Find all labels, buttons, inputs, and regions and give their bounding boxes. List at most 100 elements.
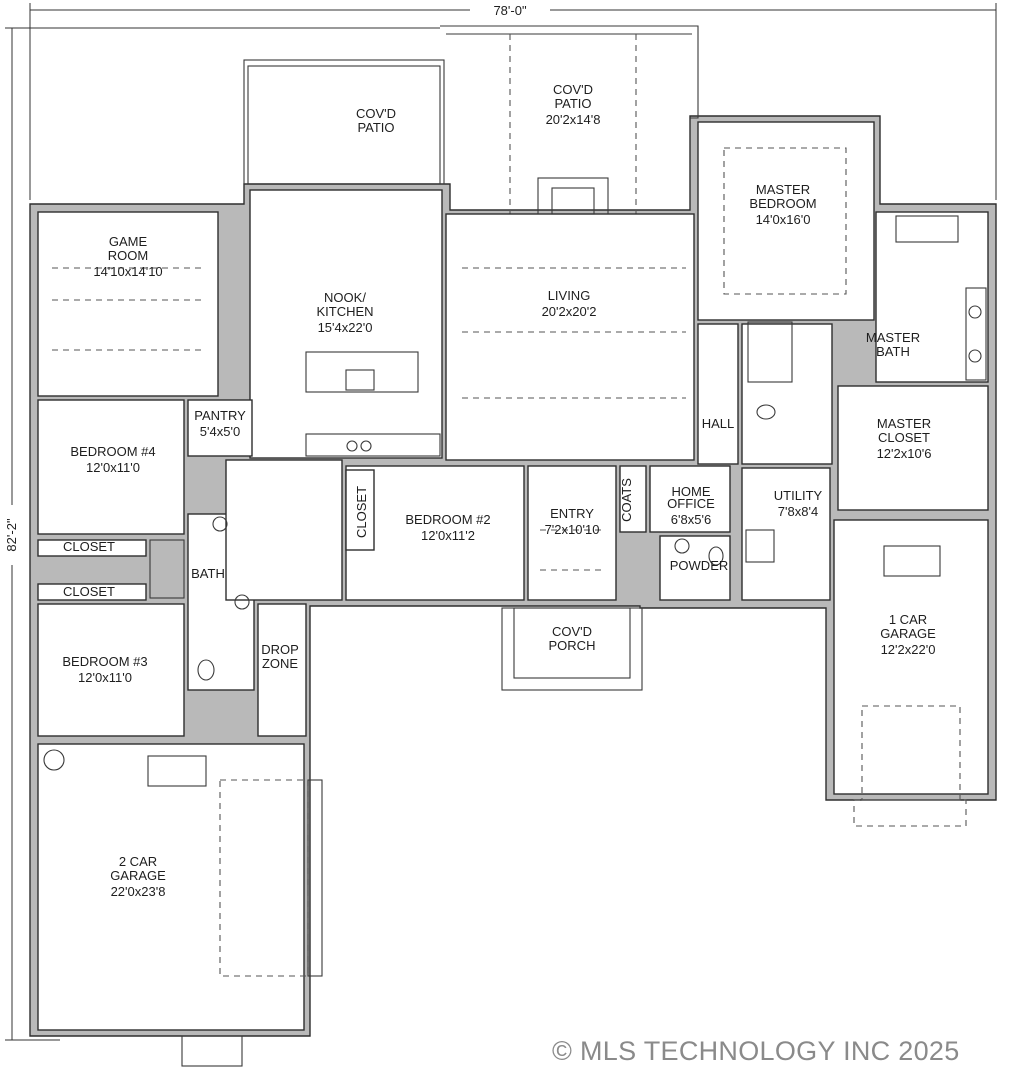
svg-text:COV'D: COV'D	[553, 82, 593, 97]
room-label-patio-left: COV'D PATIO	[356, 106, 396, 135]
svg-text:MASTER: MASTER	[877, 416, 931, 431]
sink-icon	[968, 305, 982, 319]
toilet-icon	[756, 404, 776, 420]
closet-bottom-area	[37, 583, 147, 601]
pantry-area	[187, 399, 253, 457]
coats-label: COATS	[619, 478, 634, 522]
covered-patio-left	[243, 59, 445, 185]
burner-icon	[346, 440, 358, 452]
room-label-drop-zone: DROP ZONE	[261, 642, 299, 671]
sink-icon	[968, 349, 982, 363]
svg-text:CLOSET: CLOSET	[878, 430, 930, 445]
game-room-size: 14'10x14'10	[93, 264, 162, 279]
garage-entry-step	[181, 1035, 243, 1067]
entry-name: ENTRY	[550, 506, 594, 521]
room-label-master-bedroom: MASTER BEDROOM 14'0x16'0	[749, 182, 816, 227]
sink-icon	[674, 538, 690, 554]
fireplace-hearth	[551, 187, 595, 215]
office-area	[649, 465, 731, 533]
sink-icon	[234, 594, 250, 610]
master-bedroom-size: 14'0x16'0	[756, 212, 811, 227]
ceiling-tray	[723, 147, 847, 295]
copyright-watermark: © MLS TECHNOLOGY INC 2025	[552, 1036, 960, 1066]
room-label-home-office: HOME OFFICE 6'8x5'6	[667, 484, 715, 527]
bedroom2-name: BEDROOM #2	[405, 512, 490, 527]
room-label-master-closet: MASTER CLOSET 12'2x10'6	[877, 416, 932, 461]
coats-area	[619, 465, 647, 533]
room-label-game-room: GAME ROOM 14'10x14'10	[93, 234, 162, 279]
washer-icon	[745, 529, 775, 563]
master-closet-area	[837, 385, 989, 511]
utility-name: UTILITY	[774, 488, 823, 503]
garage-door	[307, 779, 323, 977]
svg-text:OFFICE: OFFICE	[667, 496, 715, 511]
garage1-area	[833, 519, 989, 795]
room-label-entry: ENTRY 7'2x10'10	[545, 506, 600, 537]
depth-dimension: 82'-2"	[4, 518, 19, 552]
garage-door-track	[219, 779, 309, 977]
svg-text:PORCH: PORCH	[549, 638, 596, 653]
svg-text:COV'D: COV'D	[552, 624, 592, 639]
room-label-pantry: PANTRY 5'4x5'0	[194, 408, 246, 439]
room-label-bedroom4: BEDROOM #4 12'0x11'0	[70, 444, 155, 475]
room-label-living: LIVING 20'2x20'2	[542, 288, 597, 319]
water-heater-icon	[43, 749, 65, 771]
svg-text:HOME: HOME	[672, 484, 711, 499]
burner-icon	[360, 440, 372, 452]
toilet-icon	[708, 546, 724, 566]
closet-top-area	[37, 539, 147, 557]
shower-icon	[747, 321, 793, 383]
svg-text:2 CAR: 2 CAR	[119, 854, 157, 869]
ceiling-lines	[462, 267, 686, 399]
svg-text:BEDROOM: BEDROOM	[749, 196, 816, 211]
closet-vertical-label: CLOSET	[354, 486, 369, 538]
room-label-master-bath: MASTER BATH	[866, 330, 920, 359]
living-size: 20'2x20'2	[542, 304, 597, 319]
garage-shelf	[883, 545, 941, 577]
powder-area	[659, 535, 731, 601]
utility-size: 7'8x8'4	[778, 504, 818, 519]
garage-door-track	[861, 705, 961, 801]
bedroom3-area	[37, 603, 185, 737]
svg-text:ZONE: ZONE	[262, 656, 298, 671]
garage-apron	[853, 799, 967, 827]
hall-label: HALL	[702, 416, 735, 431]
garage-shelf	[147, 755, 207, 787]
hall-east-area	[741, 323, 833, 465]
patio-left-name-1: COV'D	[356, 106, 396, 121]
patio-center-size: 20'2x14'8	[546, 112, 601, 127]
entry-area	[527, 465, 617, 601]
bathtub-icon	[149, 539, 185, 599]
bedroom2-size: 12'0x11'2	[421, 528, 475, 543]
hall-area	[697, 323, 739, 465]
hallway-area	[225, 459, 343, 601]
sink-icon	[212, 516, 228, 532]
room-label-bedroom2: BEDROOM #2 12'0x11'2	[405, 512, 490, 543]
closet-top-label: CLOSET	[63, 539, 115, 554]
kitchen-size: 15'4x22'0	[318, 320, 373, 335]
svg-text:KITCHEN: KITCHEN	[316, 304, 373, 319]
master-bedroom-area	[697, 121, 875, 321]
bedroom3-size: 12'0x11'0	[78, 670, 132, 685]
kitchen-area	[249, 189, 443, 459]
bedroom4-area	[37, 399, 185, 535]
powder-label: POWDER	[670, 558, 729, 573]
svg-text:GARAGE: GARAGE	[110, 868, 166, 883]
garage1-size: 12'2x22'0	[881, 642, 936, 657]
drop-zone-area	[257, 603, 307, 737]
utility-area	[741, 467, 831, 601]
garage2-area	[37, 743, 305, 1031]
covered-patio-center	[440, 25, 699, 119]
office-size: 6'8x5'6	[671, 512, 711, 527]
kitchen-counter	[305, 433, 441, 457]
bedroom4-name: BEDROOM #4	[70, 444, 155, 459]
bedroom4-size: 12'0x11'0	[86, 460, 140, 475]
bathtub-icon	[895, 215, 959, 243]
pantry-name: PANTRY	[194, 408, 246, 423]
sink-icon	[345, 369, 375, 391]
garage2-size: 22'0x23'8	[111, 884, 166, 899]
svg-text:GAME: GAME	[109, 234, 148, 249]
master-closet-size: 12'2x10'6	[877, 446, 932, 461]
kitchen-island	[305, 351, 419, 393]
